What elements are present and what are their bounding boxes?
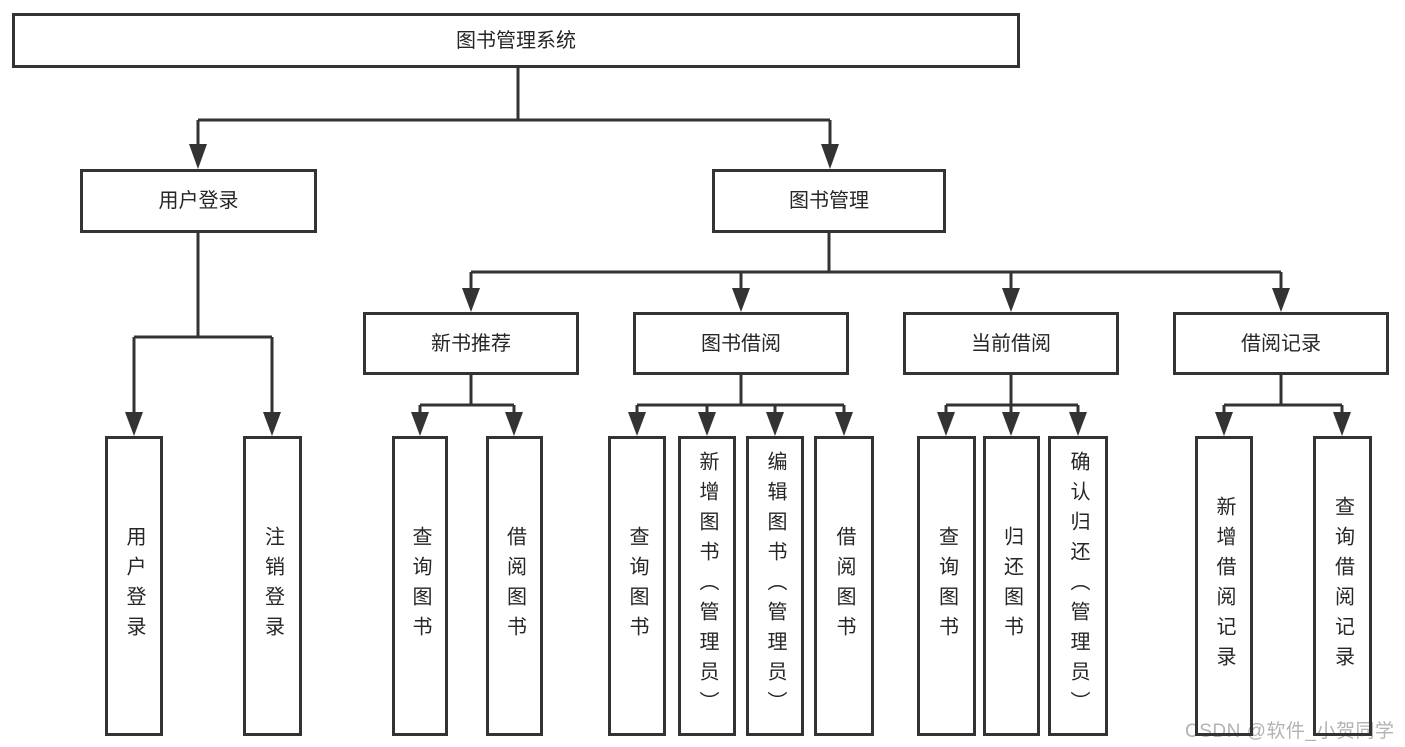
node-current-borrowing-label: 当前借阅	[971, 332, 1051, 355]
node-book-borrowing: 图书借阅	[633, 312, 849, 375]
leaf-record-query-borrow-record: 查询借阅记录	[1313, 436, 1372, 736]
csdn-watermark: CSDN @软件_小贺同学	[1185, 721, 1395, 742]
node-book-management-label: 图书管理	[789, 190, 869, 212]
leaf-newbook-borrow-books: 借阅图书	[486, 436, 543, 736]
leaf-borrow-query-books: 查询图书	[608, 436, 666, 736]
node-library-system: 图书管理系统	[12, 13, 1020, 68]
leaf-user-login: 用户登录	[105, 436, 163, 736]
node-user-login: 用户登录	[80, 169, 317, 233]
node-new-book-recommend-label: 新书推荐	[431, 332, 511, 355]
node-new-book-recommend: 新书推荐	[363, 312, 579, 375]
node-borrow-records-label: 借阅记录	[1241, 332, 1321, 355]
node-current-borrowing: 当前借阅	[903, 312, 1119, 375]
node-borrow-records: 借阅记录	[1173, 312, 1389, 375]
leaf-current-query-books: 查询图书	[917, 436, 976, 736]
leaf-logout: 注销登录	[243, 436, 302, 736]
leaf-newbook-query-books: 查询图书	[392, 436, 448, 736]
node-book-borrowing-label: 图书借阅	[701, 332, 781, 355]
leaf-borrow-edit-books-admin: 编辑图书（管理员）	[746, 436, 804, 736]
node-book-management: 图书管理	[712, 169, 946, 233]
leaf-record-add-borrow-record: 新增借阅记录	[1195, 436, 1253, 736]
leaf-current-return-books: 归还图书	[983, 436, 1040, 736]
node-library-system-label: 图书管理系统	[456, 29, 576, 52]
leaf-borrow-borrow-books: 借阅图书	[814, 436, 874, 736]
leaf-current-confirm-return-admin: 确认归还（管理员）	[1048, 436, 1108, 736]
leaf-borrow-add-books-admin: 新增图书（管理员）	[678, 436, 736, 736]
node-user-login-label: 用户登录	[158, 190, 239, 212]
